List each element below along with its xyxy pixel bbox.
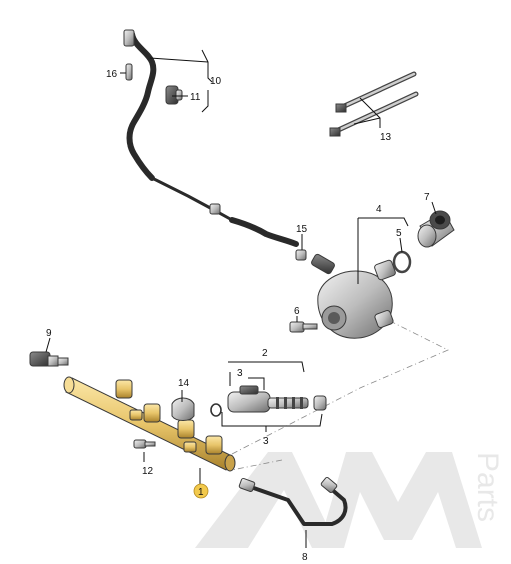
watermark-logo: Parts [195,452,504,548]
retainer-clip-part-14 [171,397,195,421]
high-pressure-line-part-8 [238,476,348,526]
callout-14: 14 [178,378,190,389]
injector-part-2 [210,385,327,417]
callout-8: 8 [302,552,308,563]
hose-end-fitting [123,29,135,47]
callout-12: 12 [142,466,154,477]
callout-10: 10 [210,76,222,87]
callout-1: 1 [198,487,204,498]
callout-16: 16 [106,69,118,80]
svg-text:Parts: Parts [471,452,504,522]
callout-1-badge: 1 [193,483,209,499]
watermark-side-text: Parts [471,452,504,522]
leader-lines [45,49,437,548]
connector-part-15 [295,249,307,261]
callout-labels: 16 10 11 13 4 7 15 5 6 9 2 3 14 3 12 8 [46,69,430,563]
callout-7: 7 [424,192,430,203]
screw-part-12 [133,439,156,449]
callout-6: 6 [294,306,300,317]
callout-5: 5 [396,228,402,239]
callout-9: 9 [46,328,52,339]
callout-3-lower: 3 [263,436,269,447]
cable-ties-part-13 [329,71,419,137]
cam-follower-part-7 [417,210,455,248]
hose-joint [209,203,221,215]
callout-3-upper: 3 [237,368,243,379]
callout-4: 4 [376,204,382,215]
o-ring-part-5 [392,250,412,274]
callout-11: 11 [190,92,201,103]
callout-15: 15 [296,224,308,235]
bolt-part-6 [289,321,318,333]
high-pressure-pump-part-4 [311,253,396,339]
pressure-sensor-part-9 [29,351,69,367]
clip-part-11 [165,85,183,105]
callout-2: 2 [262,348,268,359]
hose-assembly [123,29,299,247]
pin-part-16 [125,63,133,81]
callout-13: 13 [380,132,392,143]
fuel-rail-part-1 [63,376,236,472]
